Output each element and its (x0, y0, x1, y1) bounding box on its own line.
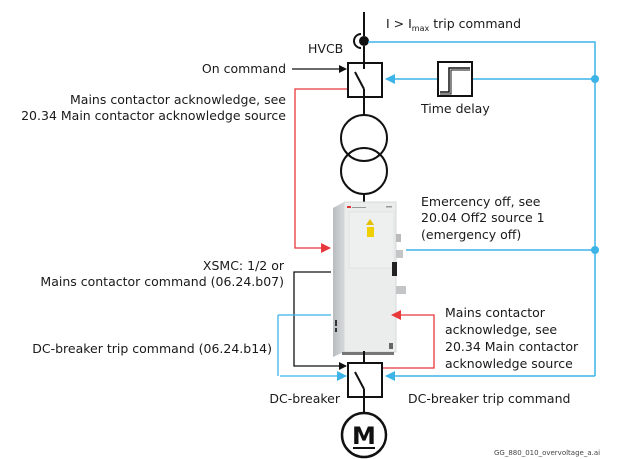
drive-cabinet-image (333, 201, 406, 357)
dc-breaker-label: DC-breaker (269, 391, 340, 406)
on-command-label: On command (202, 61, 286, 76)
time-delay-label: Time delay (420, 101, 490, 116)
emergency-off-label-3: (emergency off) (421, 227, 521, 242)
mains-ack-left-label-1: Mains contactor acknowledge, see (70, 92, 286, 107)
junction-dot (591, 75, 599, 83)
emergency-off-label-2: 20.04 Off2 source 1 (421, 210, 545, 225)
hvcb-switch-icon (347, 62, 383, 98)
mains-ack-right-label-4: acknowledge source (445, 356, 573, 371)
emergency-off-label-1: Emercency off, see (421, 194, 541, 209)
filename-label: GG_880_010_overvoltage_a.ai (494, 449, 600, 457)
dc-trip-left-label: DC-breaker trip command (06.24.b14) (32, 341, 272, 356)
dc-breaker-switch-icon (347, 362, 383, 398)
mains-ack-right-label-2: acknowledge, see (445, 322, 557, 337)
hvcb-label: HVCB (308, 41, 343, 56)
xsmc-label-2: Mains contactor command (06.24.b07) (40, 274, 284, 289)
motor-icon: M (340, 411, 388, 459)
mains-ack-right-label-1: Mains contactor (445, 305, 546, 320)
trip-bus-line (368, 41, 596, 376)
svg-text:M: M (352, 422, 376, 450)
xsmc-label-1: XSMC: 1/2 or (203, 258, 285, 273)
dc-trip-right-label: DC-breaker trip command (408, 391, 570, 406)
junction-dot (591, 246, 599, 254)
mains-ack-right-label-3: 20.34 Main contactor (445, 339, 579, 354)
time-delay-icon (437, 61, 473, 97)
transformer-icon (340, 114, 388, 195)
mains-ack-left-label-2: 20.34 Main contactor acknowledge source (21, 108, 286, 123)
current-sensor-icon (359, 36, 369, 46)
trip-command-label: I > Imax trip command (386, 16, 521, 33)
